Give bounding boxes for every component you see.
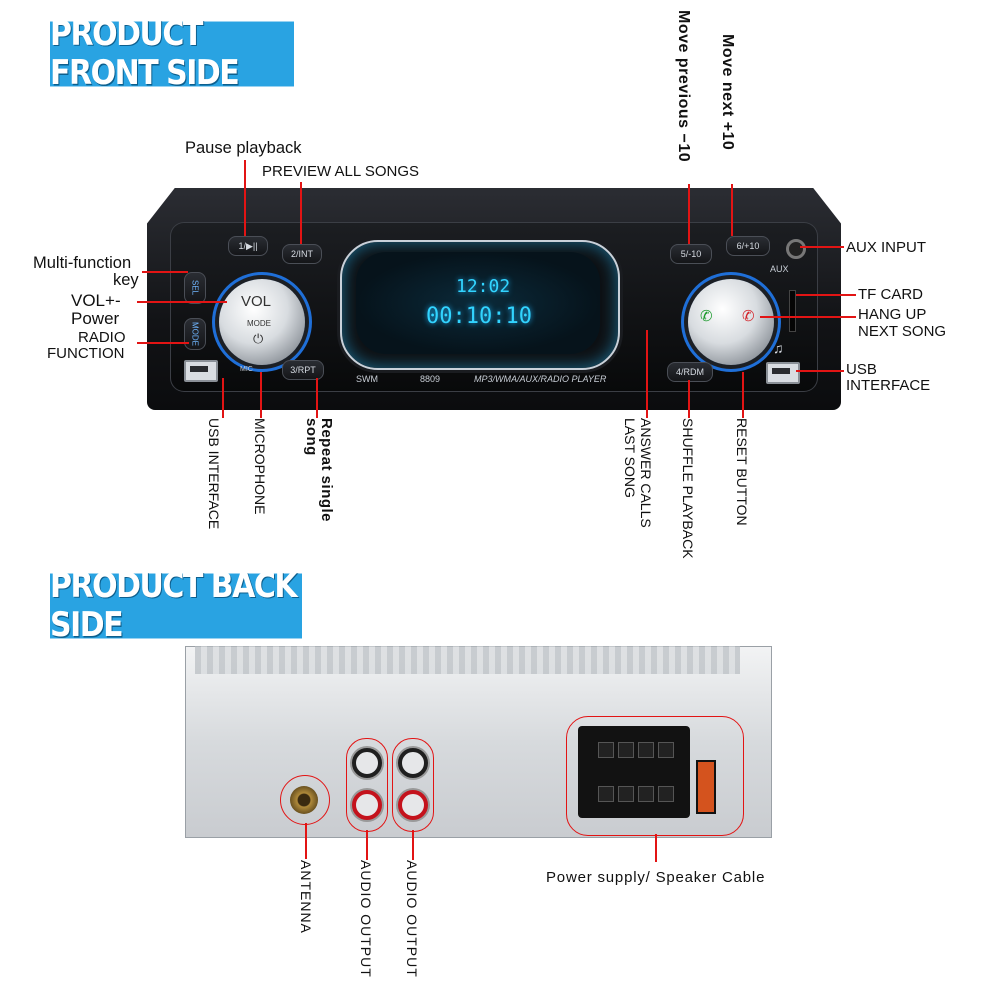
model-text: 8809 <box>420 374 441 384</box>
label-usb-interface-right-2: INTERFACE <box>846 377 931 394</box>
music-note-icon: ♫ <box>773 340 784 356</box>
leader-tf <box>796 294 856 296</box>
front-side-banner: PRODUCT FRONT SIDE <box>50 15 294 93</box>
label-reset-button: RESET BUTTON <box>734 418 750 526</box>
leader-answer <box>646 330 648 418</box>
button-6-plus10[interactable]: 6/+10 <box>726 236 770 256</box>
label-usb-interface-left: USB INTERFACE <box>206 418 222 530</box>
power-connector-highlight <box>566 716 744 836</box>
button-4-rdm[interactable]: 4/RDM <box>667 362 713 382</box>
usb-port-left[interactable] <box>184 360 218 382</box>
pin <box>638 786 654 802</box>
answer-call-icon: ✆ <box>700 308 713 325</box>
leader-radio <box>137 342 189 344</box>
button-5-minus10[interactable]: 5/-10 <box>670 244 712 264</box>
tf-card-slot[interactable] <box>789 290 796 332</box>
power-icon: ⏻ <box>253 331 264 346</box>
label-shuffle-playback: SHUFFLE PLAYBACK <box>680 418 696 559</box>
leader-shuffle <box>688 380 690 418</box>
label-move-previous: Move previous −10 <box>675 10 692 163</box>
leader-repeat <box>316 378 318 418</box>
volume-knob[interactable]: VOL MODE ⏻ <box>219 279 305 365</box>
audio-out-2-highlight <box>392 738 434 832</box>
iso-connector <box>578 726 690 818</box>
leader-aux <box>800 246 844 248</box>
antenna-highlight <box>280 775 330 825</box>
usb-port-right[interactable] <box>766 362 800 384</box>
leader-preview <box>300 182 302 244</box>
pin <box>598 742 614 758</box>
chassis-vents <box>195 646 740 674</box>
sel-button[interactable]: SEL <box>184 272 206 304</box>
label-aux-input: AUX INPUT <box>846 239 927 256</box>
leader-audio-1 <box>366 830 368 860</box>
formats-text: MP3/WMA/AUX/RADIO PLAYER <box>474 374 607 384</box>
label-move-next: Move next +10 <box>719 34 736 151</box>
leader-usb-left <box>222 378 224 418</box>
label-radio-1: RADIO <box>78 329 126 346</box>
leader-reset <box>742 372 744 418</box>
label-microphone: MICROPHONE <box>252 418 268 515</box>
leader-power <box>655 834 657 862</box>
mic-text: MIC <box>240 366 253 373</box>
pin <box>658 742 674 758</box>
label-antenna: ANTENNA <box>298 860 314 934</box>
label-tf-card: TF CARD <box>858 286 923 303</box>
lcd-display: 12:02 00:10:10 SWM 8809 MP3/WMA/AUX/RADI… <box>340 240 620 384</box>
label-next-song: NEXT SONG <box>858 323 947 340</box>
pin <box>618 786 634 802</box>
leader-antenna <box>305 823 307 859</box>
label-vol-2: Power <box>71 309 120 328</box>
aux-jack[interactable] <box>786 239 806 259</box>
pin <box>658 786 674 802</box>
label-audio-output-1: AUDIO OUTPUT <box>358 860 374 978</box>
label-radio-2: FUNCTION <box>47 345 125 362</box>
label-power-supply: Power supply/ Speaker Cable <box>546 869 766 886</box>
tuning-knob[interactable]: ✆ ✆ <box>688 279 774 365</box>
lcd-inner: 12:02 00:10:10 <box>356 252 600 354</box>
aux-text: AUX <box>770 264 789 274</box>
label-pause-playback: Pause playback <box>185 139 302 157</box>
label-repeat-single-song: Repeat single song <box>303 418 335 523</box>
mode-side-button[interactable]: MODE <box>184 318 206 350</box>
mode-text: MODE <box>247 319 271 328</box>
leader-mic <box>260 372 262 418</box>
pin <box>638 742 654 758</box>
leader-move-prev <box>688 184 690 244</box>
label-usb-interface-right-1: USB <box>846 361 877 378</box>
brand-text: SWM <box>356 374 378 384</box>
button-2-int[interactable]: 2/INT <box>282 244 322 264</box>
leader-vol <box>137 301 227 303</box>
hang-up-icon: ✆ <box>742 308 755 325</box>
label-vol-1: VOL+- <box>71 291 121 310</box>
leader-pause <box>244 160 246 236</box>
leader-audio-2 <box>412 830 414 860</box>
label-answer-calls: ANSWER CALLS <box>638 418 654 528</box>
fuse <box>696 760 716 814</box>
label-preview-all-songs: PREVIEW ALL SONGS <box>262 163 419 180</box>
display-time: 12:02 <box>456 276 511 297</box>
pin <box>618 742 634 758</box>
leader-move-next <box>731 184 733 236</box>
leader-multi <box>142 271 188 273</box>
vol-text: VOL <box>241 293 272 310</box>
pin <box>598 786 614 802</box>
button-3-rpt[interactable]: 3/RPT <box>282 360 324 380</box>
label-last-song: LAST SONG <box>622 418 638 498</box>
audio-out-1-highlight <box>346 738 388 832</box>
label-audio-output-2: AUDIO OUTPUT <box>404 860 420 978</box>
label-hang-up: HANG UP <box>858 306 927 323</box>
leader-usb-right <box>796 370 844 372</box>
button-1-pause[interactable]: 1/▶|| <box>228 236 268 256</box>
back-side-banner: PRODUCT BACK SIDE <box>50 567 302 645</box>
label-multi-function-2: key <box>113 271 139 289</box>
display-freq: 00:10:10 <box>426 304 532 329</box>
label-multi-function-1: Multi-function <box>33 254 132 272</box>
leader-hangup <box>760 316 856 318</box>
